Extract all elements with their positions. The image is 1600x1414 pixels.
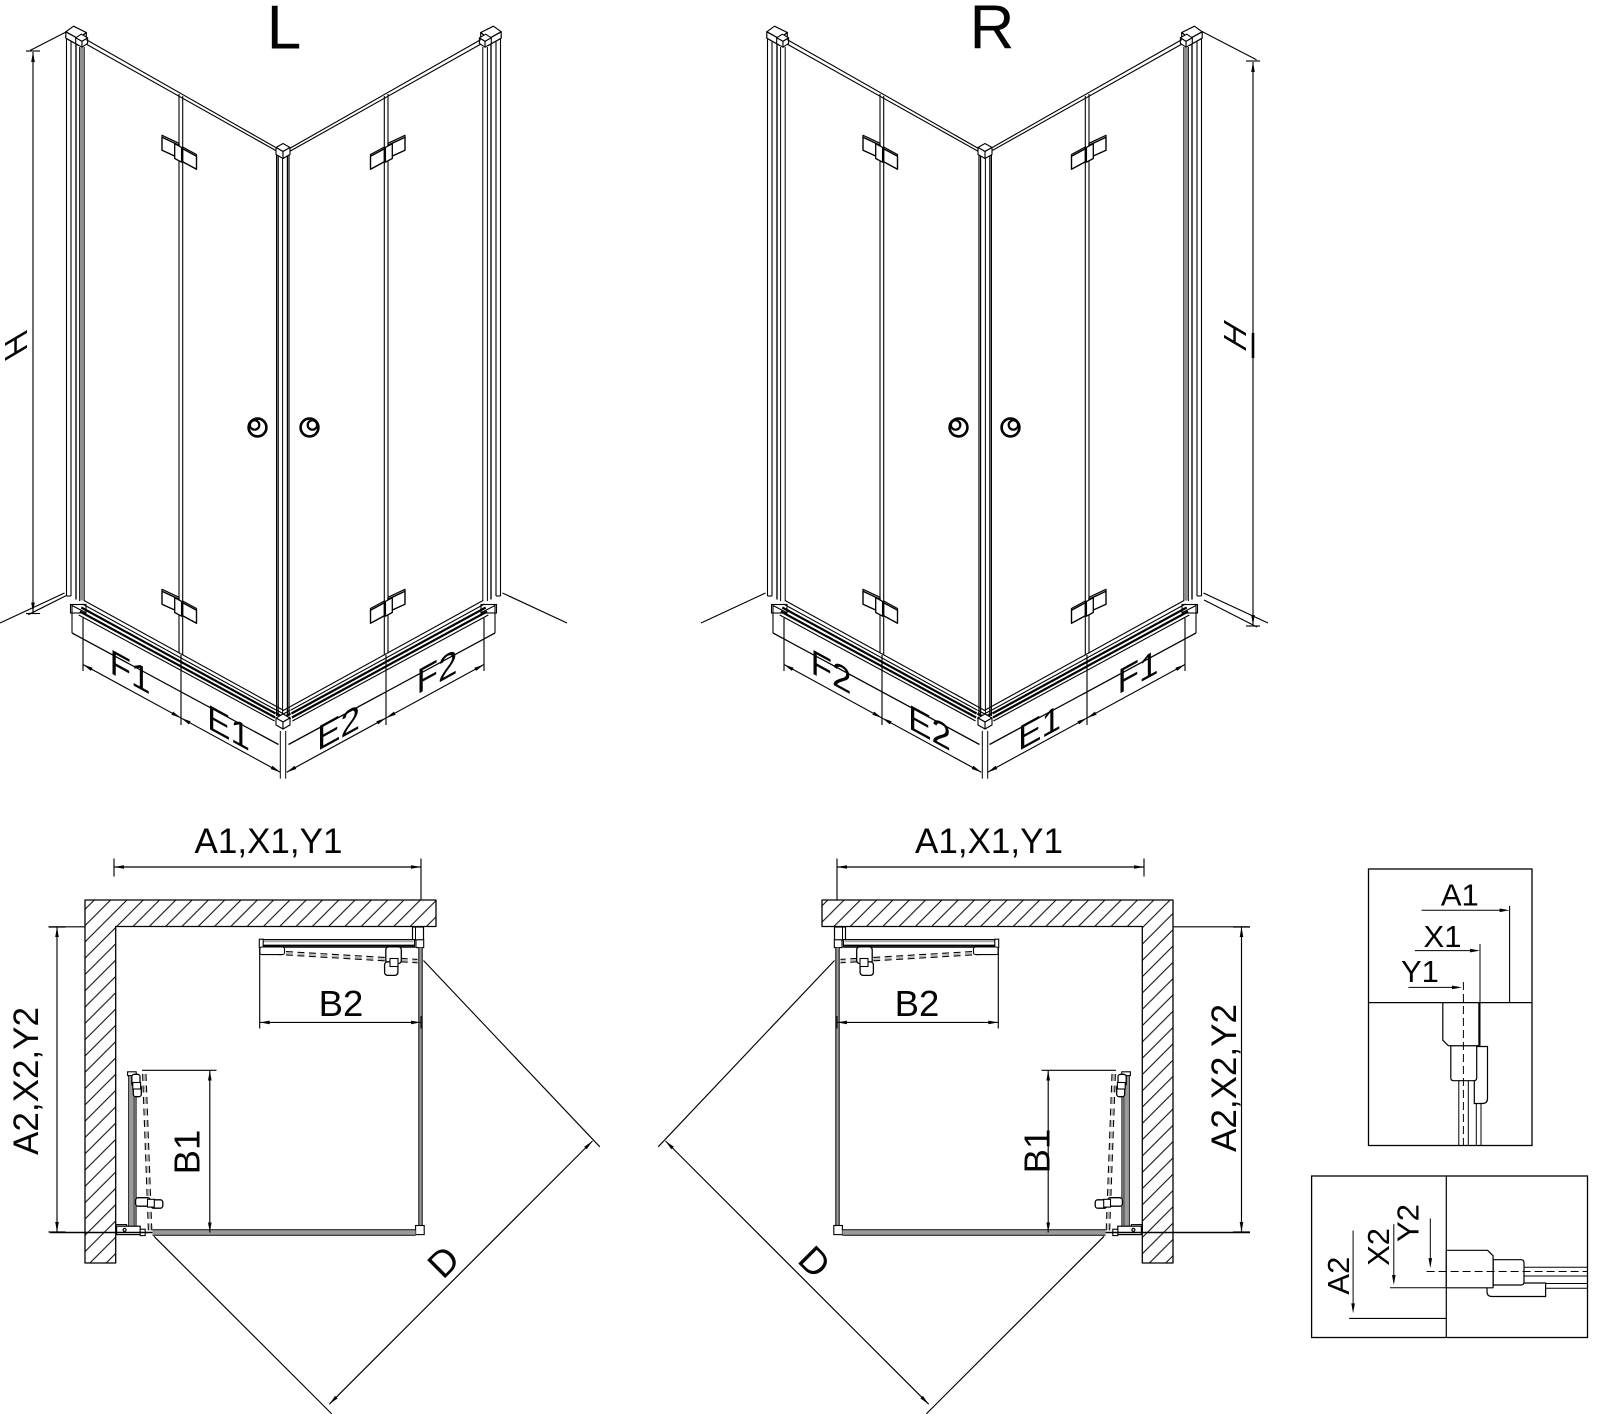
svg-text:L: L [267,0,301,63]
svg-text:A2,X2,Y2: A2,X2,Y2 [1205,1004,1244,1152]
svg-text:X1: X1 [1424,919,1462,954]
svg-text:A1,X1,Y1: A1,X1,Y1 [195,822,343,861]
svg-text:A1: A1 [1441,878,1479,913]
svg-text:A2,X2,Y2: A2,X2,Y2 [7,1007,46,1155]
svg-text:Y1: Y1 [1401,954,1439,989]
svg-text:B1: B1 [167,1130,208,1175]
svg-text:A2: A2 [1321,1257,1356,1295]
svg-text:R: R [970,0,1015,63]
svg-text:B2: B2 [319,983,364,1024]
svg-text:B2: B2 [895,983,940,1024]
svg-text:A1,X1,Y1: A1,X1,Y1 [915,822,1063,861]
svg-text:Y2: Y2 [1391,1204,1426,1242]
svg-text:B1: B1 [1017,1129,1058,1174]
svg-text:X2: X2 [1361,1228,1396,1266]
